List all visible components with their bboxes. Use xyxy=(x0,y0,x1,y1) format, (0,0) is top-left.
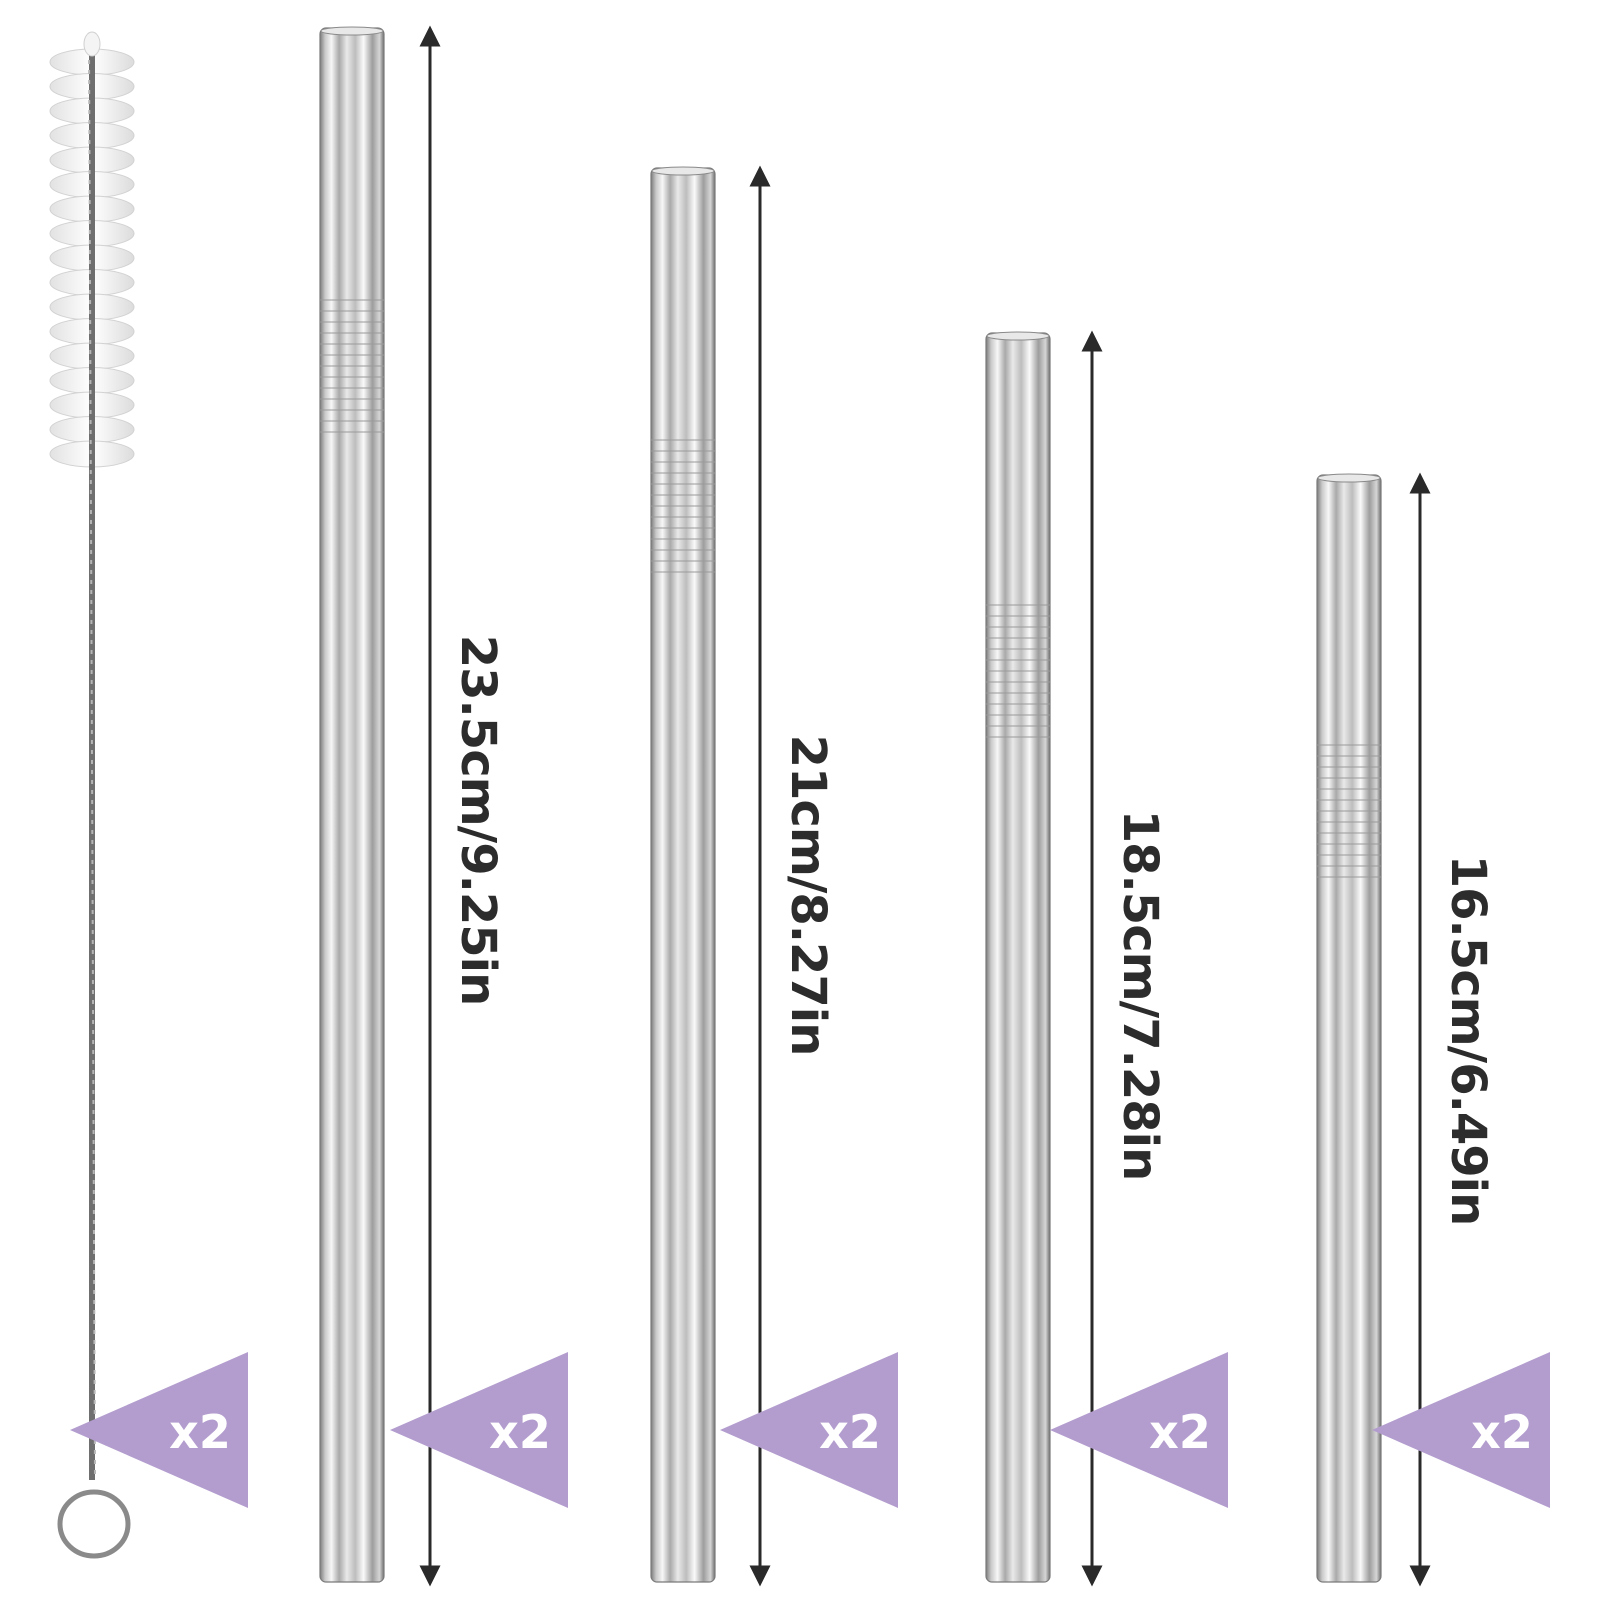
quantity-badges xyxy=(70,1352,1550,1508)
straw-length-label: 18.5cm/7.28in xyxy=(1112,809,1168,1181)
quantity-badge-triangle xyxy=(390,1352,568,1508)
straw-length-label: 21cm/8.27in xyxy=(780,734,836,1056)
straw-body xyxy=(985,332,1051,1583)
straw-length-label: 23.5cm/9.25in xyxy=(450,634,506,1006)
quantity-label: x2 xyxy=(819,1405,881,1459)
quantity-label: x2 xyxy=(169,1405,231,1459)
quantity-badge-triangle xyxy=(1372,1352,1550,1508)
quantity-badge-triangle xyxy=(1050,1352,1228,1508)
quantity-label: x2 xyxy=(1149,1405,1211,1459)
quantity-label: x2 xyxy=(489,1405,551,1459)
straw-top-rim xyxy=(320,26,384,36)
straw-length-label: 16.5cm/6.49in xyxy=(1440,854,1496,1226)
straw-4 xyxy=(1316,473,1382,1583)
cleaning-brush-icon xyxy=(49,31,135,1559)
straw-body xyxy=(1316,474,1382,1583)
straw-1 xyxy=(319,26,385,1583)
straws-group xyxy=(319,25,1431,1587)
quantity-badge-triangle xyxy=(720,1352,898,1508)
straw-top-rim xyxy=(986,331,1050,341)
straw-top-rim xyxy=(651,166,715,176)
straw-body xyxy=(650,167,716,1583)
brush-wire-twist xyxy=(88,39,96,1481)
straw-top-rim xyxy=(1317,473,1381,483)
straw-body xyxy=(319,27,385,1583)
brush-tip xyxy=(83,31,101,57)
brush-loop-handle xyxy=(57,1489,131,1559)
straw-3 xyxy=(985,331,1051,1583)
straw-2 xyxy=(650,166,716,1583)
quantity-badge-triangle xyxy=(70,1352,248,1508)
quantity-label: x2 xyxy=(1471,1405,1533,1459)
